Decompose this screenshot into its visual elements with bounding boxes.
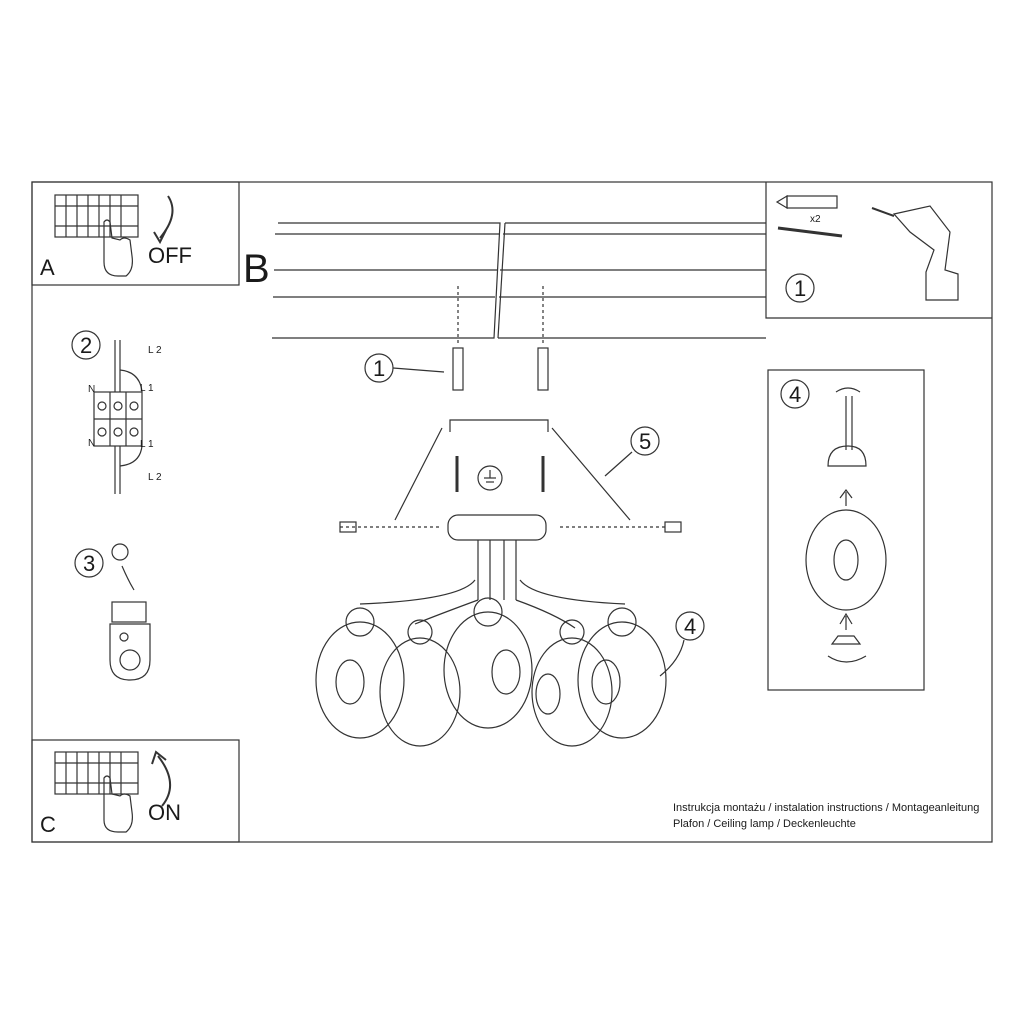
wiring-step-number: 2 <box>80 333 92 358</box>
panel-tools-box <box>765 182 992 319</box>
step-4-badge <box>675 611 705 641</box>
mounting-bracket <box>449 419 549 432</box>
wire-top-1: L 1 <box>140 383 154 394</box>
ceiling-lamp-icon <box>315 514 667 747</box>
shade-step-number: 4 <box>684 614 696 639</box>
ground-symbol-icon <box>111 543 129 561</box>
terminal-block-icon <box>54 751 139 795</box>
glass-shade-icon <box>443 597 533 729</box>
wiring-diagram <box>93 340 143 494</box>
caption-line-2: Plafon / Ceiling lamp / Deckenleuchte <box>673 818 856 830</box>
wire-left-0: N <box>88 384 95 395</box>
shade-ring <box>830 635 862 645</box>
step-1-badge <box>785 273 815 303</box>
wall-plug-icon <box>452 286 549 391</box>
lamp-socket <box>827 445 867 467</box>
off-label: OFF <box>148 243 192 268</box>
step-2-badge <box>71 330 101 360</box>
wall-plug-icon <box>775 194 838 210</box>
step-1-number: 1 <box>794 276 806 301</box>
ground-symbol-icon <box>477 465 503 491</box>
arrow-up-icon <box>157 755 171 807</box>
screw-icon <box>339 456 682 533</box>
terminal-block-icon <box>54 194 139 238</box>
glass-shade-icon <box>577 607 667 739</box>
glass-shade-icon <box>315 607 405 739</box>
plug-step-number: 1 <box>373 356 385 381</box>
step-3-badge <box>74 548 104 578</box>
rotate-arrow <box>827 655 867 663</box>
canopy-leader-lines <box>394 427 631 521</box>
drill-icon <box>871 205 959 301</box>
panel-b-letter: B <box>243 247 270 291</box>
detail-step-badge <box>780 379 810 409</box>
screw-icon <box>777 226 843 238</box>
canopy-step-number: 5 <box>639 429 651 454</box>
glass-shade-icon <box>805 509 887 611</box>
on-label: ON <box>148 800 181 825</box>
panel-c-box <box>31 739 240 843</box>
glass-shade-icon <box>379 619 461 747</box>
wire-left-1: N <box>88 438 95 449</box>
hand-icon <box>103 219 133 277</box>
arrow-up-icon <box>839 612 853 630</box>
caption-line-1: Instrukcja montażu / instalation instruc… <box>673 802 980 814</box>
cable-curl <box>835 387 861 393</box>
panel-a-letter: A <box>40 255 55 280</box>
ground-step-number: 3 <box>83 551 95 576</box>
panel-a-box <box>31 181 240 286</box>
panel-shade-detail-box <box>767 369 925 691</box>
arrow-up-icon <box>839 489 853 506</box>
wire-bottom-1: L 2 <box>148 472 162 483</box>
wire-bottom-0: L 1 <box>140 439 154 450</box>
detail-step-number: 4 <box>789 382 801 407</box>
glass-shade-icon <box>531 619 613 747</box>
ceiling-section <box>272 222 766 339</box>
outer-frame <box>31 181 993 843</box>
ground-terminal <box>109 601 151 681</box>
wire-top-0: L 2 <box>148 345 162 356</box>
screw-quantity: x2 <box>810 214 821 225</box>
panel-c-letter: C <box>40 812 56 837</box>
hand-icon <box>103 775 133 833</box>
step-5-badge <box>630 426 660 456</box>
